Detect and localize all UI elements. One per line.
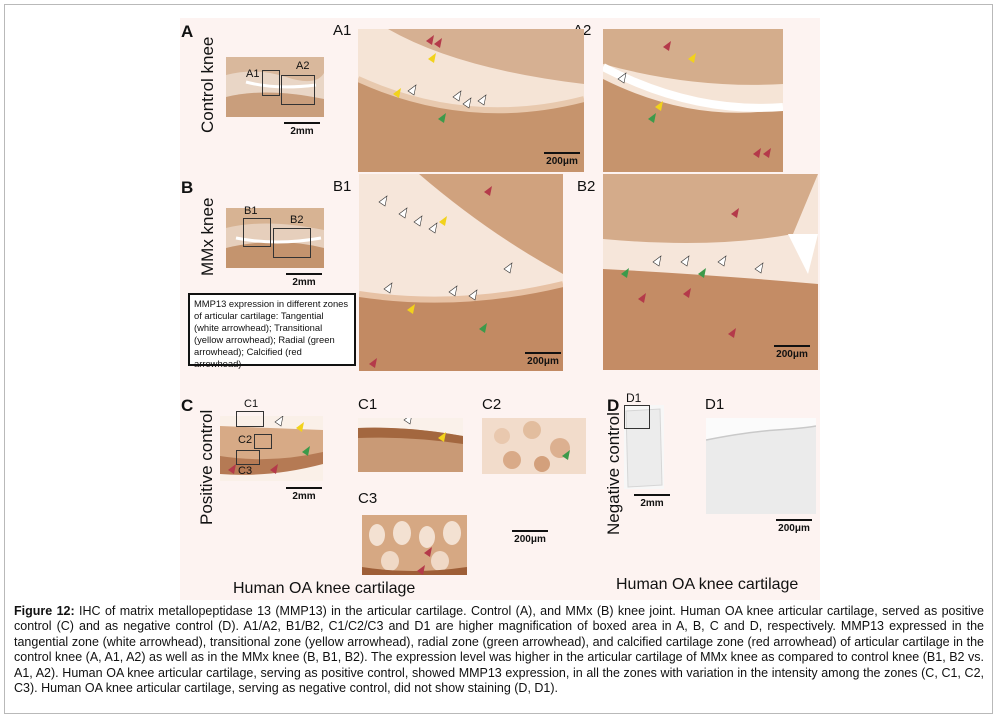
box-label-b1: B1 bbox=[244, 205, 258, 217]
scale-bar-d: 2mm bbox=[634, 494, 670, 509]
box-b1 bbox=[243, 218, 271, 247]
overview-image-b bbox=[226, 208, 324, 268]
image-b1 bbox=[359, 174, 563, 371]
image-a2 bbox=[603, 29, 783, 172]
image-c1 bbox=[358, 418, 463, 472]
box-label-a1: A1 bbox=[246, 68, 260, 80]
sub-label-b2: B2 bbox=[577, 178, 596, 195]
box-label-b2: B2 bbox=[290, 214, 304, 226]
figure-caption: Figure 12: IHC of matrix metallopeptidas… bbox=[14, 604, 984, 696]
sub-label-d1: D1 bbox=[705, 396, 725, 413]
box-label-c2: C2 bbox=[238, 434, 253, 446]
box-d1 bbox=[624, 405, 650, 429]
sub-label-c2: C2 bbox=[482, 396, 502, 413]
sub-label-c1: C1 bbox=[358, 396, 378, 413]
box-a2 bbox=[281, 75, 315, 105]
footer-label-left: Human OA knee cartilage bbox=[233, 580, 416, 597]
row-label-mmx-knee: MMx knee bbox=[198, 197, 217, 276]
box-c2 bbox=[254, 434, 272, 449]
row-label-positive-control: Positive control bbox=[197, 409, 216, 525]
panel-letter-a: A bbox=[181, 22, 194, 41]
box-label-c1: C1 bbox=[244, 398, 259, 410]
image-c2 bbox=[482, 418, 586, 474]
scale-bar-a: 2mm bbox=[284, 122, 320, 137]
row-label-negative-control: Negative control bbox=[604, 412, 623, 535]
scale-bar-c: 2mm bbox=[286, 487, 322, 502]
image-c3 bbox=[362, 515, 467, 575]
scale-bar-d1: 200μm bbox=[776, 519, 812, 534]
panel-letter-c: C bbox=[181, 396, 194, 415]
footer-label-right: Human OA knee cartilage bbox=[616, 576, 799, 593]
box-label-a2: A2 bbox=[296, 60, 310, 72]
zone-legend-box: MMP13 expression in different zones of a… bbox=[188, 293, 356, 369]
overview-image-a bbox=[226, 57, 324, 117]
scale-bar-c3: 200μm bbox=[512, 530, 548, 545]
scale-bar-b2: 200μm bbox=[774, 345, 810, 360]
box-c1 bbox=[236, 411, 264, 427]
sub-label-a1: A1 bbox=[333, 22, 352, 39]
box-label-d1-overview: D1 bbox=[626, 391, 642, 405]
caption-text: IHC of matrix metallopeptidase 13 (MMP13… bbox=[14, 604, 984, 696]
panel-letter-d: D bbox=[607, 396, 620, 415]
scale-bar-a1: 200μm bbox=[544, 152, 580, 167]
scale-bar-b: 2mm bbox=[286, 273, 322, 288]
sub-label-b1: B1 bbox=[333, 178, 352, 195]
box-b2 bbox=[273, 228, 311, 258]
box-c3 bbox=[236, 450, 260, 465]
panel-letter-b: B bbox=[181, 178, 194, 197]
image-a1 bbox=[358, 29, 584, 172]
row-label-control-knee: Control knee bbox=[198, 36, 217, 133]
image-d1 bbox=[706, 418, 816, 514]
sub-label-c3: C3 bbox=[358, 490, 378, 507]
figure-frame bbox=[4, 4, 993, 714]
box-label-c3: C3 bbox=[238, 465, 253, 477]
caption-label: Figure 12: bbox=[14, 604, 75, 618]
box-a1 bbox=[262, 70, 280, 96]
image-b2 bbox=[603, 174, 818, 370]
scale-bar-b1: 200μm bbox=[525, 352, 561, 367]
